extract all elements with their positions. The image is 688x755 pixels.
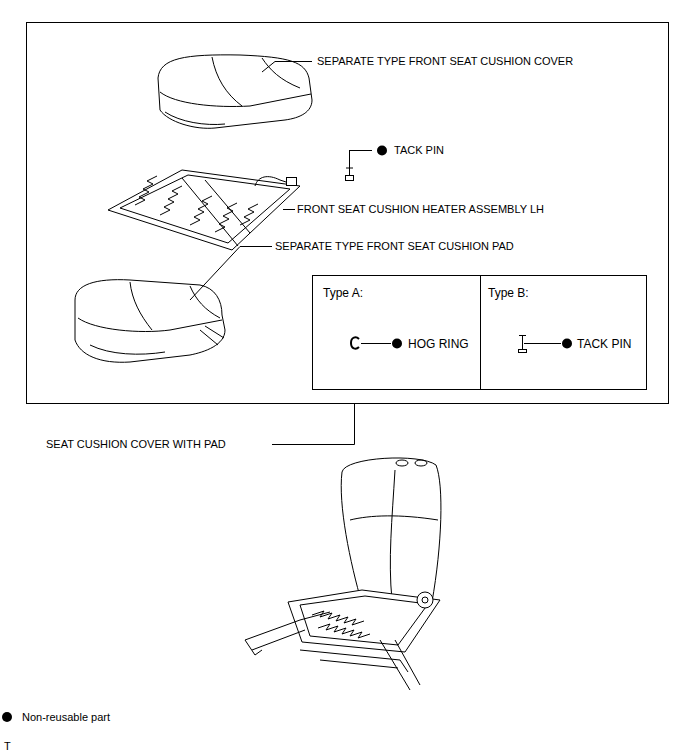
type-cell: Type A: HOG RING [312, 275, 481, 390]
part-label: SEPARATE TYPE FRONT SEAT CUSHION COVER [317, 54, 573, 68]
bracket-line [272, 403, 355, 445]
tack-pin-icon [519, 335, 562, 353]
leader-line [361, 343, 391, 344]
non-reusable-dot [562, 339, 572, 349]
part-label: TACK PIN [394, 143, 444, 157]
leader-line [283, 209, 295, 210]
cushion-pad-drawing [75, 280, 225, 363]
leader-line [262, 62, 312, 73]
type-heading: Type B: [488, 286, 529, 300]
group-frame [27, 23, 669, 404]
legend-text: Non-reusable part [22, 710, 110, 724]
corner-mark: T [4, 739, 11, 753]
seat-drawing [245, 458, 441, 690]
cushion-cover-drawing [158, 55, 312, 128]
legend-dot [2, 712, 12, 722]
part-label: TACK PIN [577, 337, 631, 351]
type-heading: Type A: [323, 286, 363, 300]
part-label: SEPARATE TYPE FRONT SEAT CUSHION PAD [275, 239, 514, 253]
type-cell: Type B: TACK PIN [480, 275, 647, 390]
part-label: FRONT SEAT CUSHION HEATER ASSEMBLY LH [297, 202, 544, 216]
group-label: SEAT CUSHION COVER WITH PAD [46, 437, 226, 451]
non-reusable-dot [377, 146, 387, 156]
leader-line [190, 247, 272, 301]
tack-pin-icon [346, 150, 373, 181]
part-label: HOG RING [408, 337, 469, 351]
heater-drawing [108, 170, 300, 250]
hog-ring-icon [351, 337, 359, 348]
non-reusable-dot [392, 339, 402, 349]
